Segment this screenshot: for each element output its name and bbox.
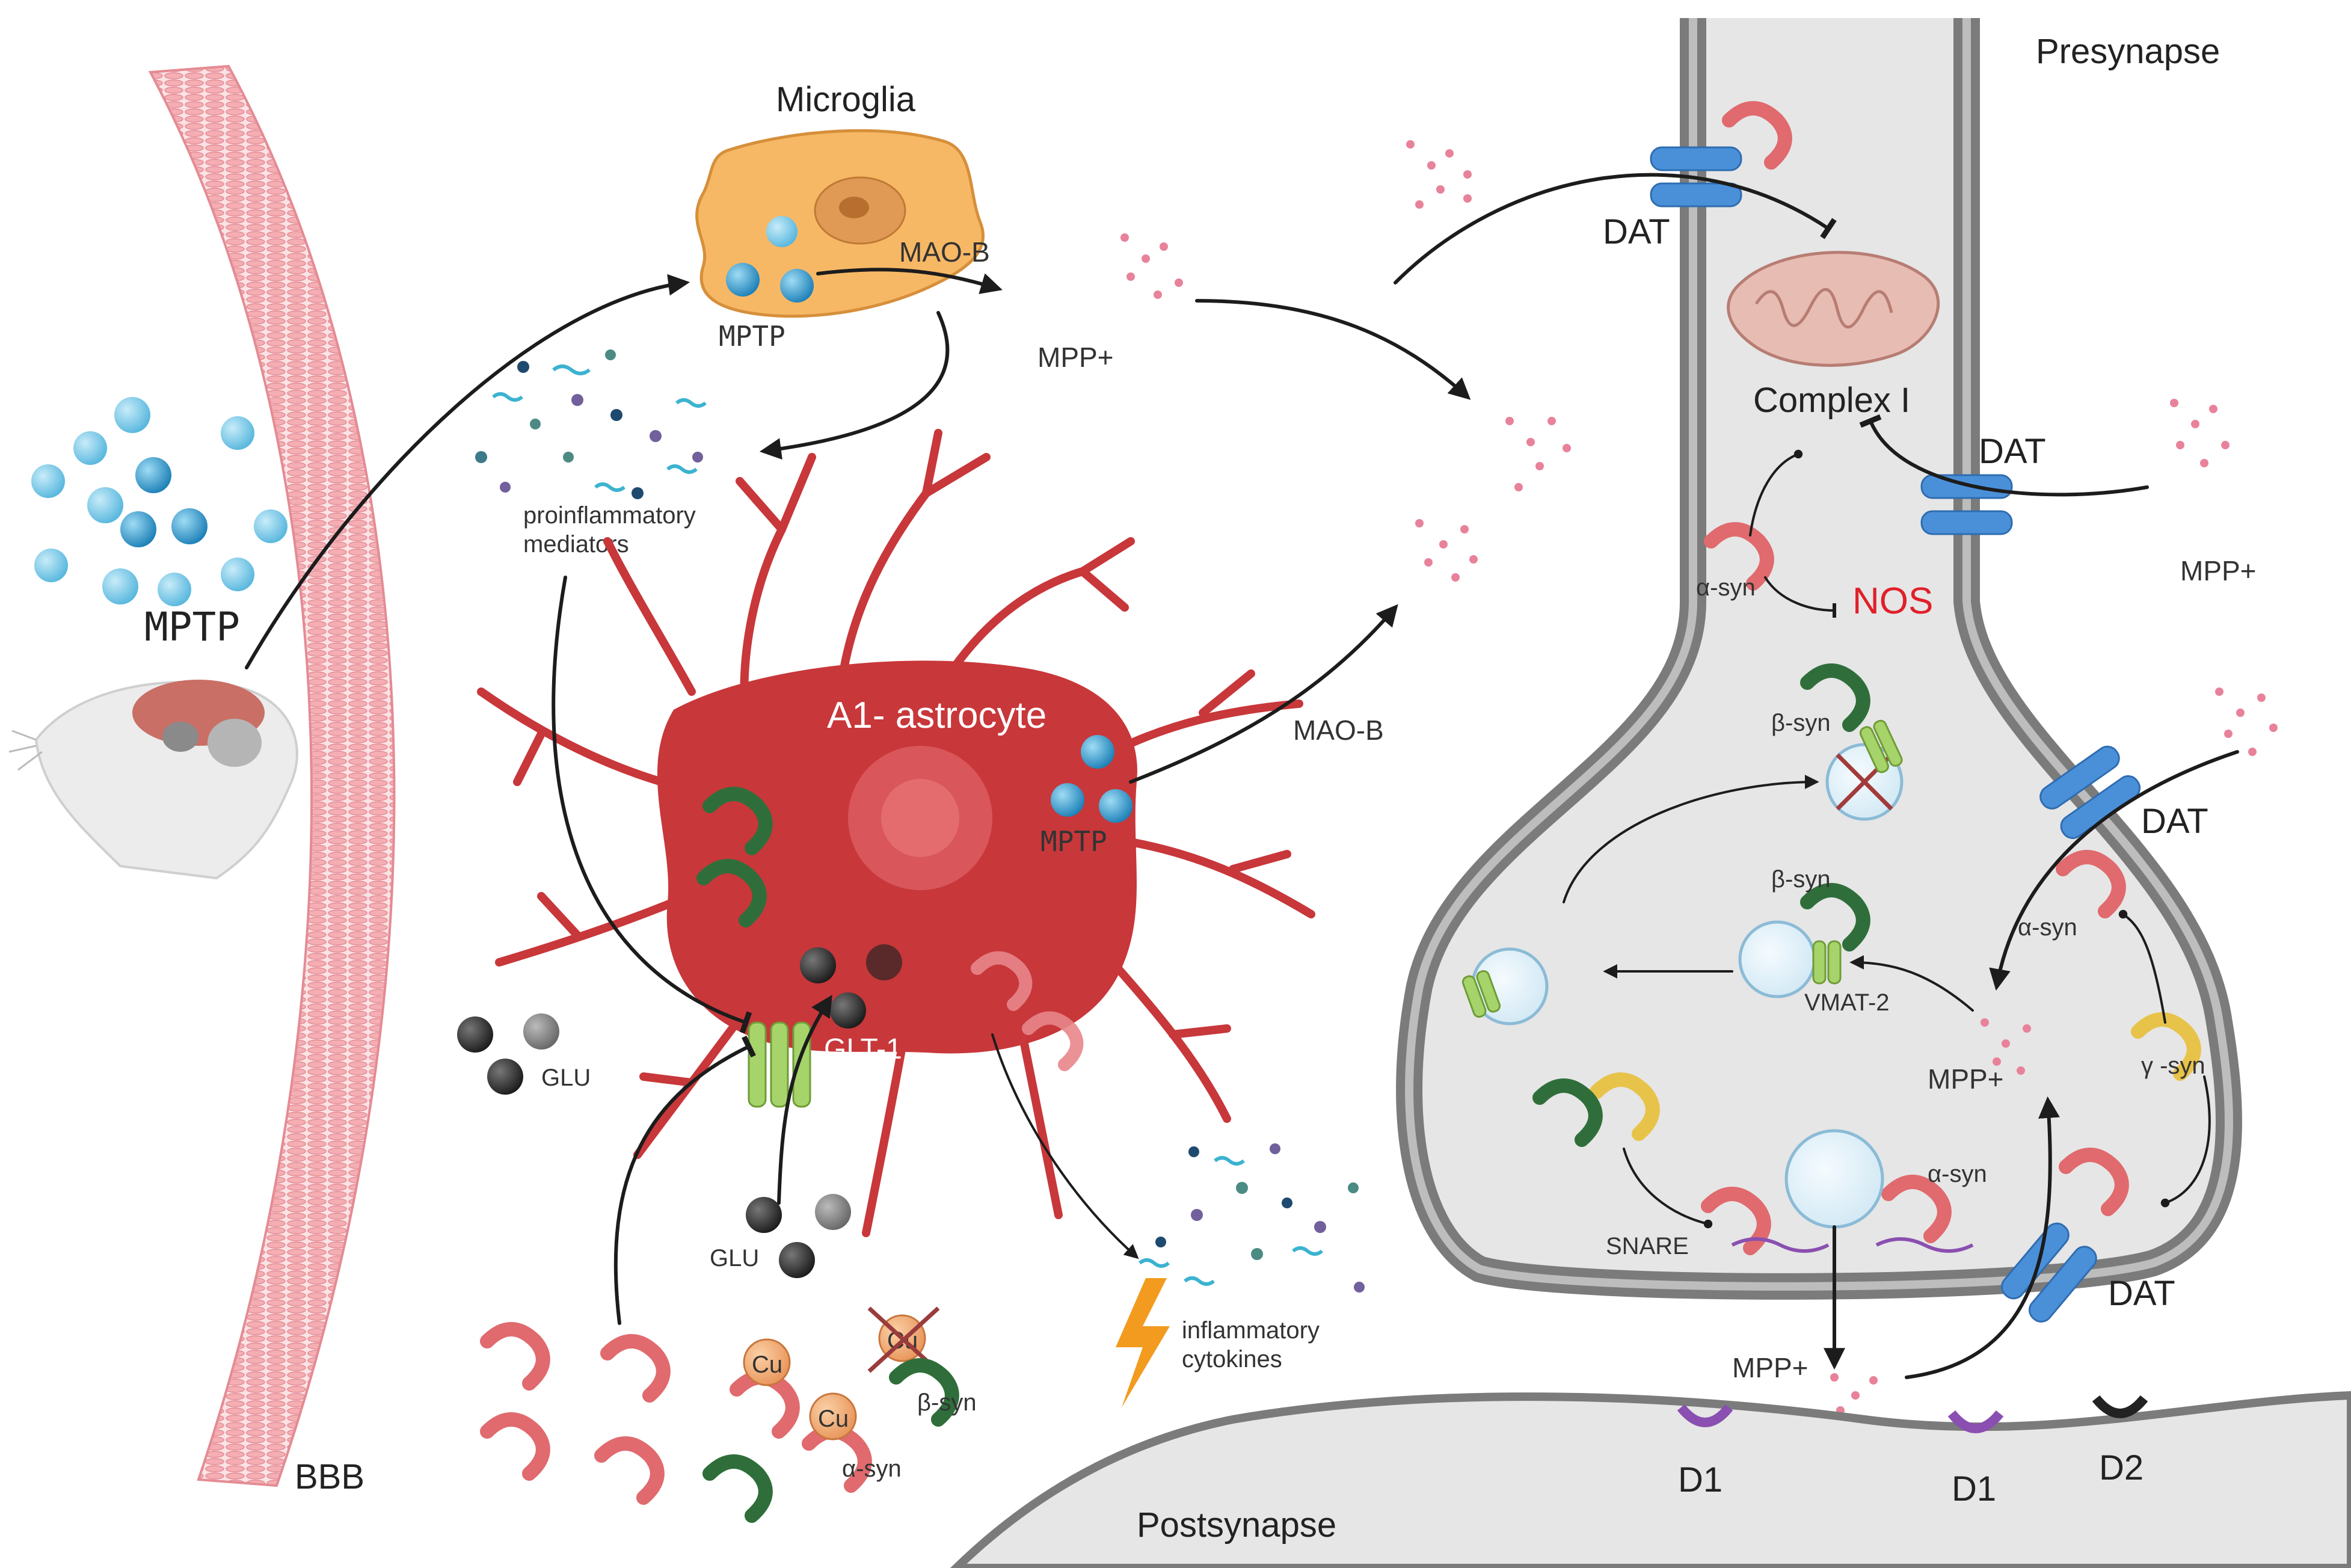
arrow-glu-into-astrocyte [777, 994, 832, 1205]
maob-microglia-label: MAO-B [899, 236, 990, 268]
arrow-vesicle-to-crossed [1563, 775, 1819, 903]
presynapse-membrane [1396, 18, 2242, 1300]
vmat2-label: VMAT-2 [1804, 989, 1890, 1016]
arrow-mpp-to-presynapse [1195, 299, 1471, 400]
mpp-label-2: MPP+ [2180, 555, 2257, 586]
d2-receptor [2092, 1395, 2148, 1418]
arrow-alphasyn-to-complexi [1749, 449, 1803, 537]
proinflammatory-mediators-cluster [475, 349, 707, 499]
vesicle-vmat [1738, 920, 1816, 998]
complex-i-label: Complex I [1753, 381, 1910, 420]
nos-label: NOS [1852, 580, 1933, 622]
glu-label-2: GLU [710, 1245, 759, 1271]
blood-brain-barrier [148, 64, 396, 1487]
arrow-dat-to-mitochondrion [1394, 173, 1837, 284]
d1-receptor-b [1947, 1410, 2004, 1433]
arrow-gammasyn-to-alphasyn [2160, 1075, 2211, 1208]
arrow-syn-to-glt1 [613, 1035, 756, 1325]
arrow-astrocyte-to-cytokines [991, 1033, 1139, 1259]
arrow-alphasyn-to-nos [1764, 576, 1837, 618]
arrow-mpp-to-vmat [1849, 955, 1974, 1012]
d2-label: D2 [2099, 1448, 2144, 1487]
arrow-dat2-to-complexi [1859, 414, 2149, 497]
mpp-label-4: MPP+ [1732, 1352, 1809, 1383]
beta-syn-aggregates-astrocyte [696, 787, 773, 927]
lightning-bolt-icon [1116, 1278, 1170, 1407]
mptp-particle-cluster [31, 397, 287, 606]
arrow-microglia-to-mediators [759, 311, 950, 460]
alpha-syn-aggregates-extracellular [480, 1322, 872, 1505]
arrow-syn-to-snare [1623, 1148, 1713, 1229]
mpp-label-1: MPP+ [1037, 342, 1114, 373]
d1-label-a: D1 [1678, 1460, 1723, 1499]
alpha-syn-aggregates-astrocyte [971, 951, 1084, 1071]
glt1-label: GLT-1 [824, 1033, 902, 1065]
dat-transporter-4 [2001, 1222, 2097, 1323]
dat-label-3: DAT [2141, 802, 2208, 841]
postsynapse-membrane [950, 1391, 2351, 1568]
cu-label-2: Cu [818, 1406, 849, 1432]
cu-label-1: Cu [752, 1351, 782, 1378]
arrow-dat3-to-mpp [1989, 750, 2239, 991]
beta-syn-label-1: β-syn [917, 1389, 977, 1416]
dat-label-2: DAT [1979, 432, 2046, 471]
arrow-microglia-to-mpp [816, 268, 1003, 294]
mpp-label-3: MPP+ [1928, 1063, 2004, 1095]
astrocyte-label: A1- astrocyte [827, 695, 1046, 736]
glt1-transporter [748, 1021, 811, 1108]
snare-label: SNARE [1606, 1233, 1689, 1259]
inflammatory-cytokines-cluster [1139, 1143, 1365, 1293]
arrow-mouse-to-microglia [245, 274, 690, 669]
snare-complex [1731, 1237, 1974, 1253]
d1-receptor-a [1677, 1404, 1733, 1427]
mouse-illustration [8, 680, 298, 880]
alpha-syn-label-1: α-syn [842, 1456, 902, 1482]
beta-syn-label-2: β-syn [1771, 710, 1831, 736]
maob-astrocyte-label: MAO-B [1293, 715, 1384, 746]
mptp-microglia-label: MPTP [719, 320, 785, 352]
mpp-particles [1120, 140, 2278, 1424]
arrow-mediators-to-glt1 [552, 576, 752, 1034]
dat-label-4: DAT [2108, 1274, 2175, 1313]
mptp-mouse-label: MPTP [144, 604, 240, 650]
arrow-astrocyte-maob-out [1129, 604, 1398, 784]
beta-syn-label-3: β-syn [1771, 866, 1831, 893]
astrocyte-processes [477, 429, 1315, 1237]
dat-transporter-1 [1650, 146, 1742, 208]
proinflammatory-label: proinflammatory mediators [523, 502, 702, 558]
mptp-astrocyte-label: MPTP [1040, 825, 1107, 858]
d1-label-b: D1 [1952, 1469, 1996, 1508]
gamma-syn-label: γ -syn [2141, 1053, 2205, 1079]
arrow-gammasyn-to-dat3 [2118, 909, 2166, 1024]
bbb-label: BBB [295, 1457, 364, 1496]
inflammatory-label: inflammatory cytokines [1182, 1317, 1326, 1373]
vesicle-docked [1784, 1129, 1884, 1229]
postsynapse-label: Postsynapse [1137, 1505, 1336, 1545]
alpha-syn-label-2: α-syn [1696, 574, 1756, 601]
alpha-syn-label-4: α-syn [1928, 1161, 1987, 1187]
alpha-syn-label-3: α-syn [2018, 914, 2077, 941]
arrow-cleft-to-dat4 [1905, 1096, 2060, 1379]
presynapse-label: Presynapse [2036, 32, 2220, 71]
dat-label-1: DAT [1603, 212, 1670, 251]
microglia-label: Microglia [776, 80, 916, 119]
glu-label-1: GLU [541, 1065, 591, 1091]
mitochondrion-icon [1727, 251, 1940, 367]
